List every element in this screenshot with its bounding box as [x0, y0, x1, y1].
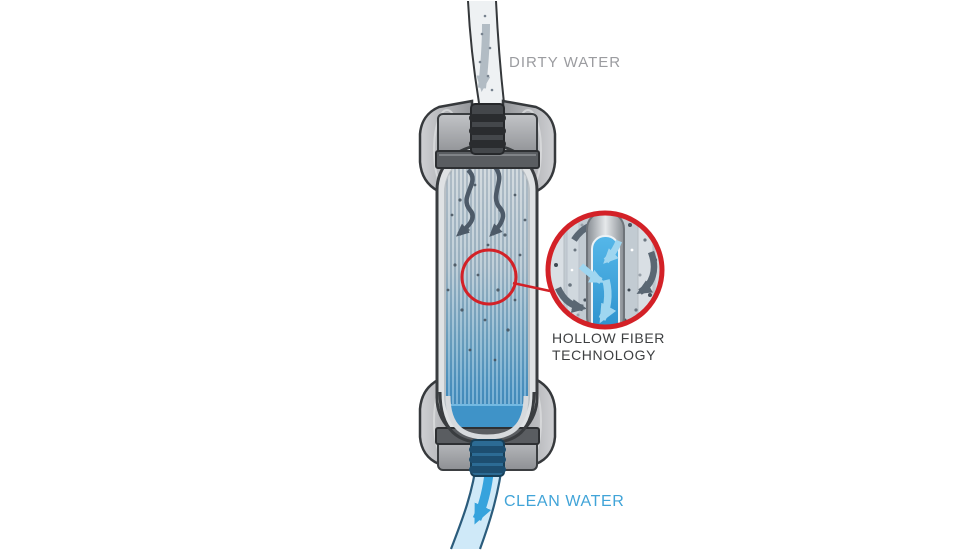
zoom-annotation: [460, 210, 665, 330]
dirty-water-arrow-icon: [476, 23, 491, 92]
filter-body: [435, 144, 539, 444]
zoom-ring: [545, 210, 665, 330]
hollow-fiber-label-line2: TECHNOLOGY: [552, 347, 657, 363]
zoom-connector-line: [512, 281, 551, 293]
dirty-water-tube: [467, 0, 505, 104]
top-connector: [469, 103, 506, 155]
dirty-water-label: DIRTY WATER: [509, 54, 622, 71]
bottom-connector: [469, 439, 506, 477]
zoom-source-circle: [460, 248, 518, 306]
filtration-arrows-icon: [578, 239, 623, 324]
hollow-fiber-label: HOLLOW FIBER TECHNOLOGY: [552, 330, 665, 364]
turbulence-swirl-arrows-icon: [455, 164, 506, 237]
hollow-fiber-label-line1: HOLLOW FIBER: [552, 330, 665, 346]
clean-water-label: CLEAN WATER: [504, 493, 625, 510]
fiber-bundle: [446, 166, 528, 414]
zoom-detail-circle: [545, 210, 665, 330]
tube-particles: [478, 14, 494, 92]
